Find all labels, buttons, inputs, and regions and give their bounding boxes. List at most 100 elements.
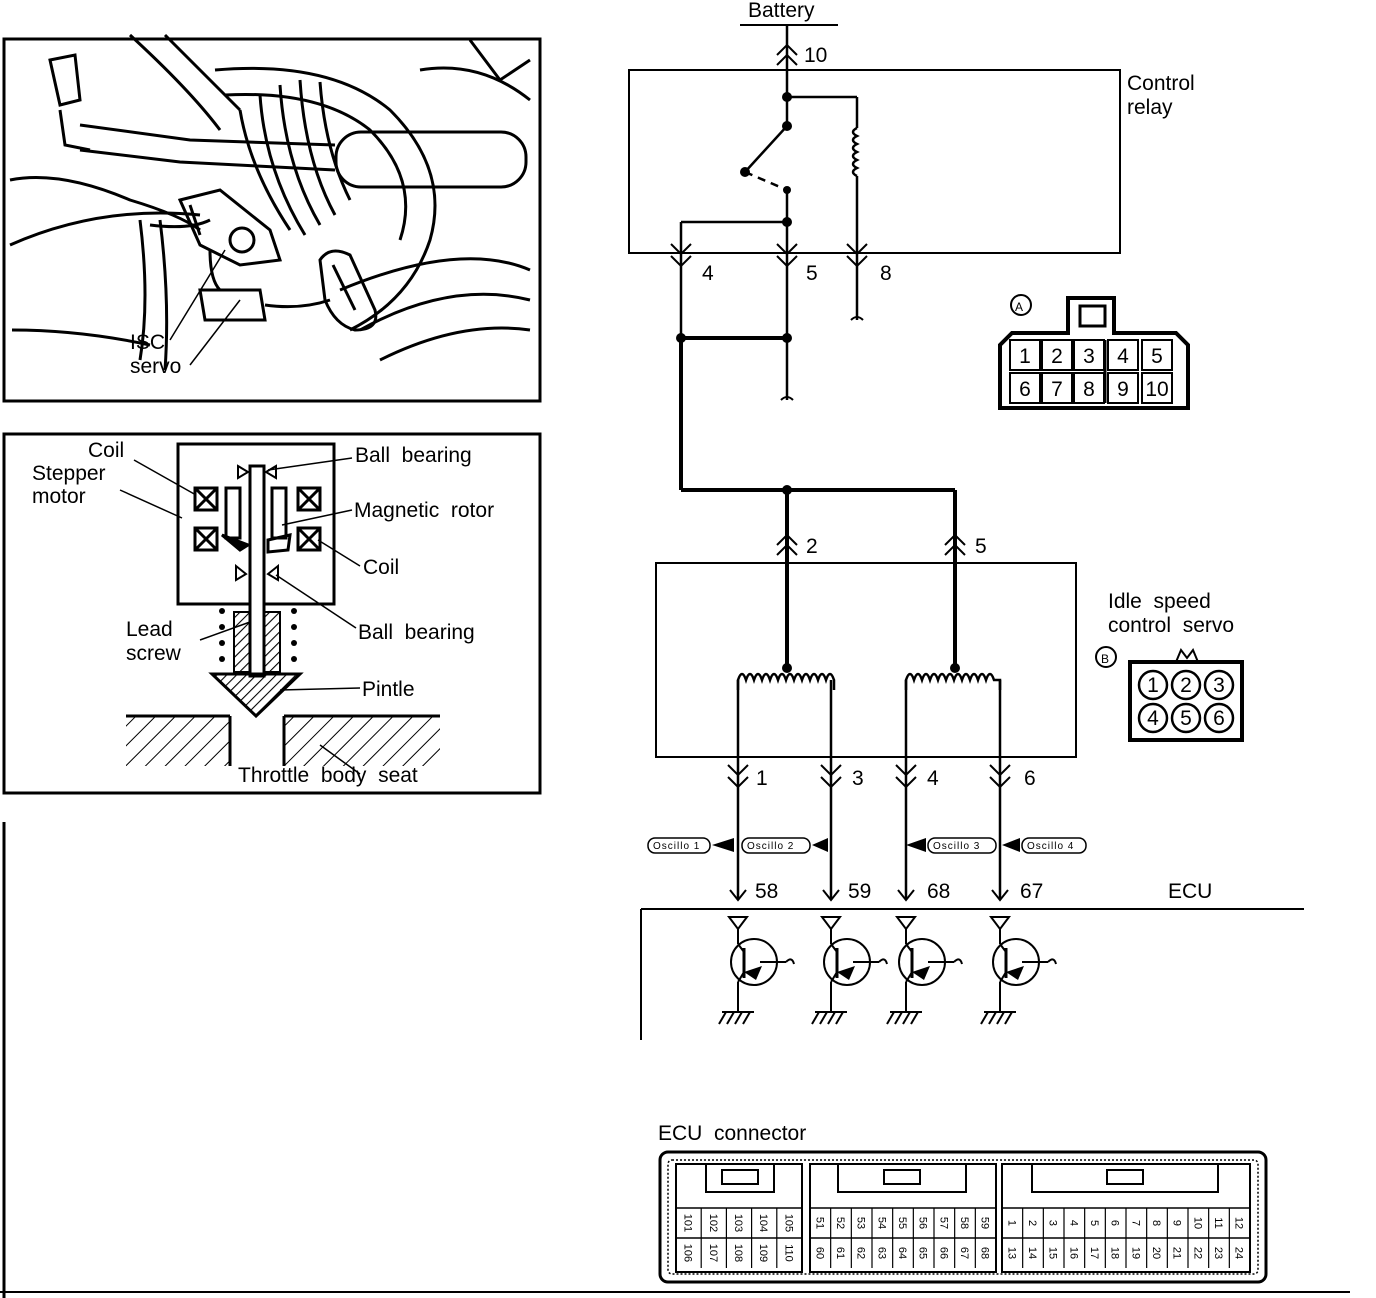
ecu-connector-pin-label: 59 [979, 1217, 991, 1229]
ecu-connector-pin-label: 65 [917, 1247, 929, 1259]
servo-pin-3: 3 [852, 767, 864, 790]
ecu-connector-pin-label: 4 [1067, 1220, 1079, 1226]
connector-b-tag: B [1101, 652, 1109, 666]
oscillo-3-label: Oscillo 3 [933, 841, 980, 852]
ecu-connector-pin-label: 102 [707, 1214, 719, 1232]
ecu-transistor [980, 916, 1057, 1025]
connector-b-housing [1128, 660, 1244, 742]
label-pintle: Pintle [362, 678, 415, 701]
stepper-cutaway-panel: Coil Stepper motor Ball bearing Magnetic… [2, 432, 542, 795]
connector-b-cell [1170, 669, 1202, 701]
label-ball-bearing-top: Ball bearing [355, 444, 472, 467]
connector-a-cell [1107, 372, 1139, 404]
battery-label: Battery [748, 0, 815, 22]
ecu-connector-outer [658, 1150, 1268, 1284]
ecu-pin-59: 59 [848, 880, 871, 903]
ecu-connector-pin-label: 17 [1088, 1247, 1100, 1259]
relay-junction-dots [740, 92, 792, 227]
connector-b-pin-label: 5 [1180, 707, 1192, 730]
servo-top-connector-symbols [776, 533, 966, 556]
oscillo-2-label: Oscillo 2 [747, 841, 794, 852]
oscillo-4-label: Oscillo 4 [1027, 841, 1074, 852]
connector-a-cell [1107, 339, 1139, 371]
connector-b-pin-label: 2 [1180, 674, 1192, 697]
ecu-connector-pin-label: 66 [937, 1247, 949, 1259]
ecu-connector-pin-label: 8 [1150, 1220, 1162, 1226]
connector-b-cell [1170, 702, 1202, 734]
connector-a-cell [1009, 339, 1041, 371]
ecu-connector-pin-label: 106 [682, 1244, 694, 1262]
ecu-connector-pin-label: 7 [1129, 1220, 1141, 1226]
ecu-connector-pin-label: 61 [834, 1247, 846, 1259]
ecu-transistor [886, 916, 963, 1025]
ecu-connector-pin-label: 5 [1088, 1220, 1100, 1226]
connector-a-pin-label: 8 [1083, 378, 1095, 401]
connector-b-pin-label: 6 [1213, 707, 1225, 730]
connector-a-pin-label: 10 [1145, 378, 1168, 401]
label-lead-line1: Lead [126, 618, 173, 641]
servo-label-line2: control servo [1108, 614, 1234, 637]
connector-a-pin-label: 2 [1051, 345, 1063, 368]
connector-a-pin-label: 9 [1117, 378, 1129, 401]
label-stepper-line1: Stepper [32, 462, 106, 485]
control-relay-label-line2: relay [1127, 96, 1173, 119]
relay-pin10-connector-symbol [776, 43, 798, 66]
ecu-connector-pin-label: 22 [1191, 1247, 1203, 1259]
ecu-connector-pin-label: 20 [1150, 1247, 1162, 1259]
ecu-connector-pin-label: 14 [1026, 1247, 1038, 1259]
stator-coils [193, 486, 322, 552]
ecu-connector-pin-label: 54 [875, 1217, 887, 1229]
ecu-connector-pin-label: 63 [875, 1247, 887, 1259]
servo-pin-5: 5 [975, 535, 987, 558]
isc-leader-lines [169, 249, 241, 366]
magnetic-rotor [221, 486, 292, 554]
label-coil-top: Coil [88, 439, 124, 462]
isc-label-line1: ISC [130, 331, 165, 354]
connector-a-pin-label: 3 [1083, 345, 1095, 368]
connector-b-tag-circle [1095, 646, 1117, 668]
ecu-connector-pin-label: 104 [757, 1214, 769, 1232]
ecu-connector-pin-label: 55 [896, 1217, 908, 1229]
ecu-connector-pin-label: 3 [1047, 1220, 1059, 1226]
ecu-connector-pin-label: 51 [813, 1217, 825, 1229]
ecu-connector-pin-label: 18 [1109, 1247, 1121, 1259]
oscillo-4-tag: Oscillo 4 [1002, 837, 1087, 854]
ecu-connector-pin-label: 52 [834, 1217, 846, 1229]
connector-a-housing [998, 296, 1190, 410]
ecu-connector-pin-label: 56 [917, 1217, 929, 1229]
ecu-connector-pin-label: 15 [1047, 1247, 1059, 1259]
ecu-connector-pin-label: 103 [732, 1214, 744, 1232]
ecu-connector-pin-label: 53 [855, 1217, 867, 1229]
ecu-connector-pin-label: 19 [1129, 1247, 1141, 1259]
connector-a-pin-label: 7 [1051, 378, 1063, 401]
relay-switch-and-coil [679, 95, 860, 490]
ecu-connector-pin-label: 109 [757, 1244, 769, 1262]
wiring-diagram: Battery 10 Control relay [628, 0, 1304, 1040]
isc-label-line2: servo [130, 355, 181, 378]
relay-pin-10: 10 [804, 44, 827, 67]
ecu-driver-transistors [718, 916, 1057, 1025]
ecu-transistor [811, 916, 888, 1025]
connector-b-cell [1203, 702, 1235, 734]
ecu-connector-pin-label: 64 [896, 1247, 908, 1259]
relay-bottom-connector-symbols [670, 243, 868, 401]
connector-a-pin-label: 4 [1117, 345, 1129, 368]
connector-a-pin-label: 6 [1019, 378, 1031, 401]
ecu-pin-connector-symbols [729, 889, 1009, 902]
relay-pin-4: 4 [702, 262, 714, 285]
ecu-connector-pin-label: 58 [958, 1217, 970, 1229]
ecu-label: ECU [1168, 880, 1212, 903]
connector-a-tag: A [1015, 300, 1023, 314]
servo-pin-2: 2 [806, 535, 818, 558]
connector-b-cell [1203, 669, 1235, 701]
throttle-body-seat [126, 714, 440, 766]
servo-pin-4: 4 [927, 767, 939, 790]
connector-b-pin-label: 3 [1213, 674, 1225, 697]
oscillo-1-label: Oscillo 1 [653, 841, 700, 852]
